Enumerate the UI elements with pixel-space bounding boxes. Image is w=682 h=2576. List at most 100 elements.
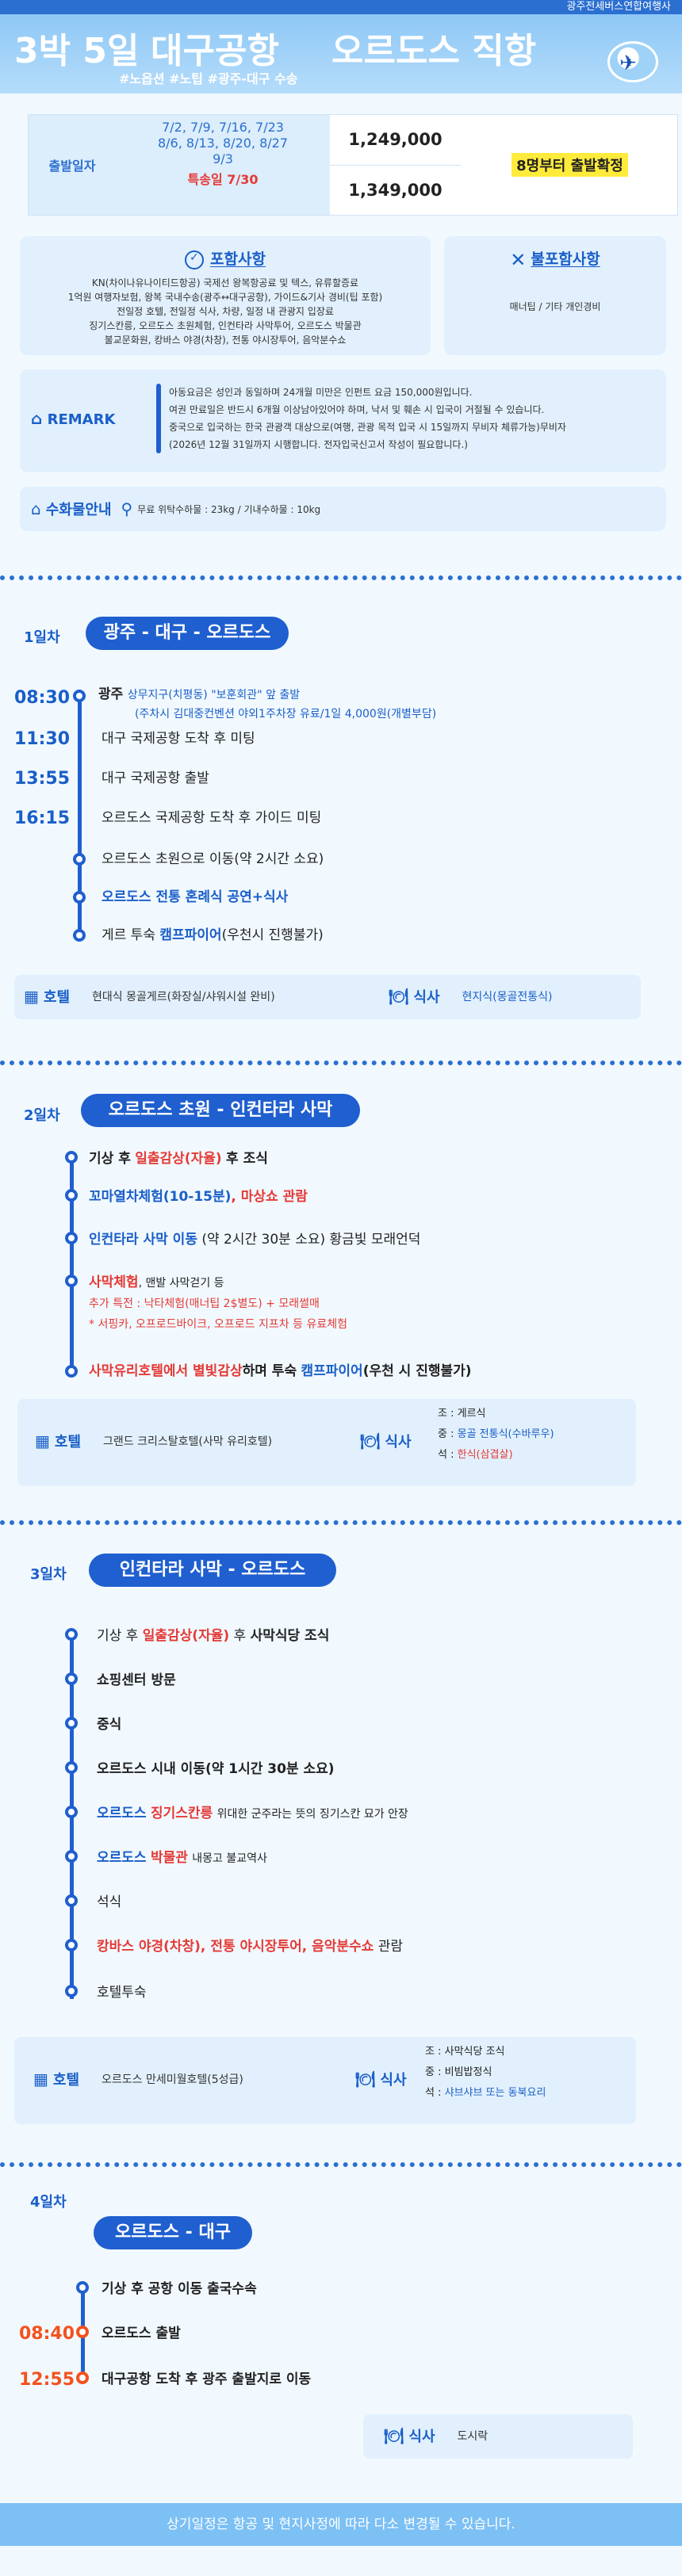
day2-event-1: 기상 후 일출감상(자율) 후 조식 <box>89 1151 268 1167</box>
day1-time-2: 11:30 <box>14 729 71 749</box>
dining-icon: 🍽 <box>355 2070 376 2089</box>
timeline-dot <box>65 1275 78 1287</box>
day4-route: 오르도스 - 대구 <box>94 2216 252 2249</box>
close-icon: ✕ <box>510 248 527 271</box>
section-divider <box>0 1061 682 1065</box>
day1-event-6: 오르도스 전통 혼례식 공연+식사 <box>102 889 289 905</box>
timeline-dot <box>65 1850 78 1863</box>
day2-event-4-bonus: 추가 특전 : 낙타체험(매너팁 2$별도) + 모래썰매 <box>89 1298 320 1310</box>
day2-meals: 조 : 게르식 중 : 몽골 전통식(수바루우) 석 : 한식(삼겹살) <box>438 1408 554 1461</box>
timeline-dot <box>73 690 86 702</box>
day1-time-3: 13:55 <box>14 769 71 789</box>
day3-meal-label: 🍽식사 <box>355 2070 407 2089</box>
section-divider <box>0 575 682 580</box>
timeline-dot <box>65 1189 78 1202</box>
included-box: 포함사항 KN(차이나유나이티드항공) 국제선 왕복항공료 및 텍스, 유류할증… <box>20 236 431 355</box>
price-table: 출발일자 7/2, 7/9, 7/16, 7/23 8/6, 8/13, 8/2… <box>28 114 678 216</box>
day1-event-2: 대구 국제공항 도착 후 미팅 <box>102 731 255 747</box>
day4-event-1: 기상 후 공항 이동 출국수속 <box>102 2281 257 2297</box>
house-icon: ⌂ <box>31 499 41 518</box>
day2-label: 2일차 <box>24 1107 60 1124</box>
remark-box: ⌂ REMARK 아동요금은 성인과 동일하며 24개월 미만은 인펀트 요금 … <box>20 369 666 472</box>
day1-time-1: 08:30 <box>14 688 71 708</box>
building-icon: ▦ <box>24 987 39 1006</box>
included-list: KN(차이나유나이티드항공) 국제선 왕복항공료 및 텍스, 유류할증료 1억원… <box>67 277 383 346</box>
footer-disclaimer: 상기일정은 항공 및 현지사정에 따라 다소 변경될 수 있습니다. <box>0 2503 682 2546</box>
day1-event-3: 대구 국제공항 출발 <box>102 770 209 786</box>
price-special: 1,349,000 <box>348 180 443 200</box>
timeline-dot <box>65 1985 78 1997</box>
timeline-dot <box>65 1939 78 1951</box>
timeline-dot <box>65 1894 78 1907</box>
day3-event-7: 석식 <box>97 1894 122 1910</box>
min-participants-note: 8명부터 출발확정 <box>461 115 679 215</box>
day3-route: 인컨타라 사막 - 오르도스 <box>89 1554 336 1587</box>
day4-time-2: 08:40 <box>19 2324 75 2344</box>
section-divider <box>0 1520 682 1525</box>
company-bar: 광주전세버스연합여행사 <box>0 0 682 14</box>
day3-event-3: 중식 <box>97 1717 122 1733</box>
timeline-dot-orange <box>76 2372 89 2384</box>
dining-icon: 🍽 <box>360 1431 381 1450</box>
remark-text: 아동요금은 성인과 동일하며 24개월 미만은 인펀트 요금 150,000원입… <box>169 387 566 450</box>
day3-event-2: 쇼핑센터 방문 <box>97 1672 176 1688</box>
dates-line: 8/6, 8/13, 8/20, 8/27 <box>157 136 289 151</box>
hero-duration: 3박 5일 <box>14 31 140 71</box>
timeline-dot <box>65 1232 78 1244</box>
day3-event-9: 호텔투숙 <box>97 1985 147 2001</box>
hero-tags: #노옵션 #노팁 #광주-대구 수송 <box>119 71 298 86</box>
prices: 1,249,000 1,349,000 <box>330 115 461 215</box>
timeline-dot-orange <box>76 2326 89 2338</box>
house-icon: ⌂ <box>31 409 43 428</box>
timeline-dot <box>73 853 86 866</box>
day2-meal-label: 🍽식사 <box>360 1431 412 1450</box>
included-title: 포함사항 <box>20 247 431 269</box>
day1-event-5: 오르도스 초원으로 이동(약 2시간 소요) <box>102 851 324 867</box>
company-name: 광주전세버스연합여행사 <box>566 1 671 13</box>
timeline-dot <box>65 1628 78 1641</box>
day1-timeline <box>78 696 82 934</box>
special-date: 특송일 7/30 <box>187 172 259 187</box>
day1-event-7: 게르 투숙 캠프파이어(우천시 진행불가) <box>102 927 324 943</box>
dining-icon: 🍽 <box>384 2426 404 2445</box>
dates-line: 9/3 <box>213 151 233 166</box>
day2-event-3: 인컨타라 사막 이동 (약 2시간 30분 소요) 황금빛 모래언덕 <box>89 1232 421 1248</box>
day2-route: 오르도스 초원 - 인컨타라 사막 <box>81 1094 360 1127</box>
hero-banner: 3박 5일 대구공항 오르도스 직항 #노옵션 #노팁 #광주-대구 수송 ✈ <box>0 14 682 94</box>
airplane-logo-icon: ✈ <box>607 41 658 82</box>
day3-meals: 조 : 사막식당 조식 중 : 비빔밥정식 석 : 샤브샤브 또는 동북요리 <box>425 2046 546 2099</box>
building-icon: ▦ <box>35 1431 50 1450</box>
day1-route: 광주 - 대구 - 오르도스 <box>86 617 289 650</box>
day2-event-2: 꼬마열차체험(10-15분), 마상쇼 관람 <box>89 1189 308 1205</box>
building-icon: ▦ <box>33 2070 48 2089</box>
day2-event-4: 사막체험, 맨발 사막걷기 등 <box>89 1275 224 1290</box>
day3-event-5: 오르도스 징기스칸릉 위대한 군주라는 뜻의 징기스칸 묘가 안장 <box>97 1806 408 1821</box>
baggage-title: 수화물안내 <box>45 502 112 518</box>
day1-event-4: 오르도스 국제공항 도착 후 가이드 미팅 <box>102 810 322 826</box>
day1-label: 1일차 <box>24 629 60 646</box>
day3-event-6: 오르도스 박물관 내몽고 불교역사 <box>97 1850 267 1866</box>
hero-origin: 대구공항 <box>151 31 279 71</box>
day1-event-1-parking: (주차시 김대중컨벤션 야외1주차장 유료/1일 4,000원(개별부담) <box>135 708 437 720</box>
day3-label: 3일차 <box>30 1566 67 1583</box>
location-pin-icon: ⚲ <box>121 499 133 518</box>
day3-event-4: 오르도스 시내 이동(약 1시간 30분 소요) <box>97 1761 335 1777</box>
remark-divider <box>156 384 161 453</box>
timeline-dot <box>73 929 86 942</box>
day4-event-2: 오르도스 출발 <box>102 2326 181 2341</box>
check-badge-icon <box>185 250 205 269</box>
timeline-dot <box>76 2281 89 2294</box>
day1-time-4: 16:15 <box>14 808 71 828</box>
baggage-box: ⌂ 수화물안내 ⚲ 무료 위탁수하물 : 23kg / 기내수하물 : 10kg <box>20 487 666 531</box>
departure-dates: 7/2, 7/9, 7/16, 7/23 8/6, 8/13, 8/20, 8/… <box>116 115 330 215</box>
timeline-dot <box>65 1761 78 1774</box>
baggage-text: 무료 위탁수하물 : 23kg / 기내수하물 : 10kg <box>137 503 321 515</box>
day4-time-3: 12:55 <box>19 2370 75 2390</box>
